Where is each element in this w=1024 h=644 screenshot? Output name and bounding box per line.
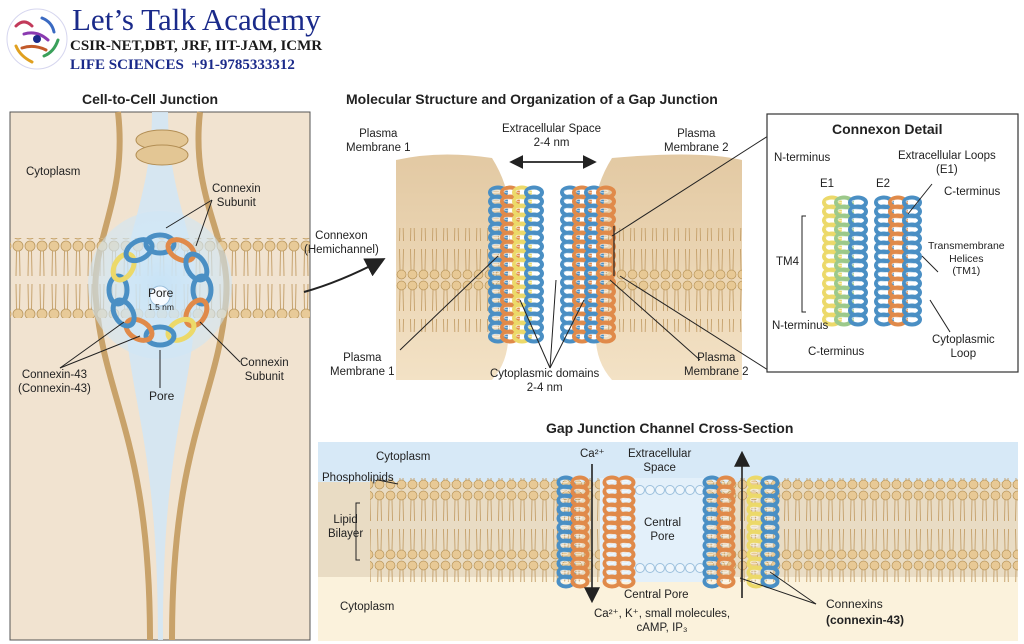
connexin-subunit — [165, 237, 197, 264]
detail-c-terminus-top-label: C-terminus — [944, 186, 1001, 198]
connexin-ring — [106, 232, 214, 348]
cross-phospholipids-label: Phospholipids — [322, 472, 394, 484]
pore-bead — [665, 563, 675, 573]
pore-bead — [645, 563, 655, 573]
cross-helix — [716, 475, 736, 589]
connexin-subunit — [123, 237, 155, 264]
connexin-subunit — [165, 316, 197, 343]
cross-helix — [616, 475, 636, 589]
connexin-subunit — [110, 251, 137, 283]
middle-panel — [396, 135, 769, 380]
connexin-helix — [596, 185, 616, 344]
pore-bead — [685, 485, 695, 495]
detail-transmembrane-label: Transmembrane Helices (TM1) — [928, 240, 1005, 278]
left-pore-size-label: 1.5 nm — [148, 302, 174, 312]
cross-ions-label: Ca²⁺, K⁺, small molecules, cAMP, IP₃ — [594, 608, 731, 634]
cross-helices — [556, 475, 780, 589]
pore-bead — [635, 563, 645, 573]
pore-beads — [635, 485, 705, 573]
connexin-subunit — [143, 324, 177, 348]
detail-helix — [888, 195, 908, 327]
pore-bead — [675, 485, 685, 495]
detail-helix — [848, 195, 868, 327]
detail-helices — [822, 195, 922, 327]
connexon-label: Connexon (Hemichannel) — [304, 230, 379, 256]
cross-cytoplasm-bottom-label: Cytoplasm — [340, 601, 395, 613]
cross-connexin43-label: (connexin-43) — [826, 613, 905, 627]
cross-central-pore-bottom-label: Central Pore — [624, 589, 689, 601]
detail-helix — [834, 195, 854, 327]
connexin-subunit — [106, 273, 130, 307]
pore-bead — [675, 563, 685, 573]
detail-helix — [902, 195, 922, 327]
connexin-subunit — [190, 273, 214, 307]
left-pore-label: Pore — [148, 286, 174, 300]
pm2-top-label: Plasma Membrane 2 — [664, 128, 729, 154]
cross-connexins-label: Connexins — [826, 597, 883, 611]
logo-icon — [6, 8, 68, 70]
left-connexin-subunit-label-2: Connexin Subunit — [240, 357, 289, 383]
pm1-bottom-label: Plasma Membrane 1 — [330, 352, 395, 378]
detail-cytoplasmic-loop-label: Cytoplasmic Loop — [932, 334, 995, 360]
connexin-subunit — [123, 316, 155, 343]
pore-bead — [655, 485, 665, 495]
cross-panel — [318, 442, 1018, 641]
pore-bead — [685, 563, 695, 573]
left-panel — [9, 111, 311, 641]
pm2-bottom-label: Plasma Membrane 2 — [684, 352, 749, 378]
left-connexin43-label: Connexin-43 (Connexin-43) — [18, 369, 91, 395]
cross-panel-title: Gap Junction Channel Cross-Section — [546, 420, 794, 436]
detail-e1-label: E1 — [820, 178, 835, 190]
detail-helix — [874, 195, 894, 327]
brand-line2: LIFE SCIENCES +91-9785333312 — [70, 57, 295, 73]
pore-bead — [645, 485, 655, 495]
cross-extracellular-space-label: Extracellular Space — [628, 448, 692, 474]
pore-bead — [695, 563, 705, 573]
left-panel-title: Cell-to-Cell Junction — [82, 91, 219, 107]
cross-ca-top-label: Ca²⁺ — [580, 448, 605, 460]
connexin-subunit — [183, 297, 210, 329]
cross-lipid-bilayer-label: Lipid Bilayer — [328, 514, 364, 540]
pore-bead — [665, 485, 675, 495]
left-connexin-subunit-label-1: Connexin Subunit — [212, 183, 261, 209]
detail-n-terminus-bottom-label: N-terminus — [772, 320, 829, 332]
extracellular-space-label: Extracellular Space 2-4 nm — [502, 123, 602, 149]
detail-e2-label: E2 — [876, 178, 891, 190]
middle-panel-title: Molecular Structure and Organization of … — [346, 91, 718, 107]
pore-bead — [655, 563, 665, 573]
detail-n-terminus-top-label: N-terminus — [774, 152, 831, 164]
cross-cytoplasm-top-label: Cytoplasm — [376, 451, 431, 463]
cross-central-pore-mid-label: Central Pore — [644, 517, 682, 543]
pore-bead — [635, 485, 645, 495]
brand-line1: CSIR-NET,DBT, JRF, IIT-JAM, ICMR — [70, 38, 323, 54]
cross-helix — [570, 475, 590, 589]
detail-tm4-label: TM4 — [776, 256, 799, 268]
brand-logo — [2, 4, 72, 74]
detail-panel — [766, 113, 1019, 373]
connexin-subunit — [143, 232, 177, 256]
connexin-subunit — [183, 251, 210, 283]
brand-name: Let’s Talk Academy — [72, 2, 321, 37]
connexin-subunit — [110, 297, 137, 329]
cross-helix — [760, 475, 780, 589]
detail-extracellular-loops-label: Extracellular Loops (E1) — [898, 150, 996, 176]
cytoplasmic-domains-label: Cytoplasmic domains 2-4 nm — [490, 368, 600, 394]
pm1-top-label: Plasma Membrane 1 — [346, 128, 411, 154]
left-cytoplasm-label: Cytoplasm — [26, 166, 81, 178]
detail-c-terminus-bottom-label: C-terminus — [808, 346, 865, 358]
detail-panel-title: Connexon Detail — [832, 121, 943, 137]
left-pore-bottom-label: Pore — [149, 389, 175, 403]
